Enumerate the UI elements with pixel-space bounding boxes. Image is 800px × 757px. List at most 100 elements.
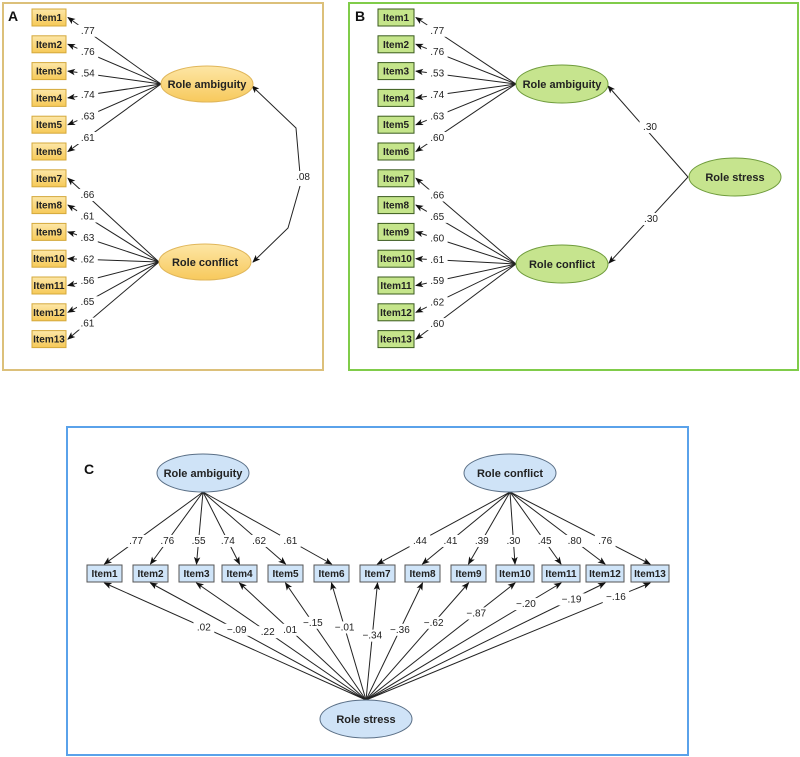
- item-box: Item10: [31, 249, 67, 268]
- item-box: Item5: [267, 564, 304, 583]
- item-box: Item4: [377, 88, 415, 107]
- coef-halo: [639, 121, 661, 133]
- coef-halo: [188, 534, 209, 547]
- coef-halo: [463, 607, 490, 620]
- coef-halo: [77, 210, 98, 223]
- latent-role-stress: Role stress: [688, 157, 782, 197]
- path-coefficient: .76: [160, 536, 174, 547]
- coef-halo: [279, 534, 301, 547]
- item-box: Item7: [377, 169, 415, 188]
- path-coefficient: −.19: [562, 594, 582, 605]
- item-rect: [178, 564, 215, 583]
- path-coefficient: .61: [283, 536, 297, 547]
- coef-halo: [77, 110, 99, 123]
- item-label: Item10: [33, 254, 65, 265]
- item-label: Item11: [545, 569, 577, 580]
- coef-halo: [503, 534, 524, 547]
- item-rect: [31, 8, 67, 27]
- loading-path: [468, 491, 511, 565]
- item-box: Item12: [585, 564, 625, 583]
- latent-ellipse: [156, 453, 250, 493]
- latent-role-conflict: Role conflict: [515, 244, 609, 284]
- latent-label: Role ambiguity: [164, 468, 244, 480]
- item-box: Item6: [31, 142, 67, 161]
- path-coefficient: .44: [413, 536, 427, 547]
- item-rect: [132, 564, 169, 583]
- coef-halo: [564, 534, 585, 547]
- path-coefficient: −.16: [606, 592, 626, 603]
- loading-path: [421, 491, 511, 565]
- item-label: Item3: [383, 67, 410, 78]
- item-box: Item7: [359, 564, 396, 583]
- item-label: Item4: [383, 93, 410, 104]
- item-label: Item9: [455, 569, 482, 580]
- item-rect: [377, 276, 415, 295]
- panel-b: B Item1Item2Item3Item4Item5Item6Item7Ite…: [348, 2, 799, 371]
- item-label: Item11: [33, 281, 65, 292]
- coef-halo: [534, 534, 556, 547]
- item-label: Item13: [33, 335, 65, 346]
- item-rect: [377, 142, 415, 161]
- item-rect: [31, 303, 67, 322]
- item-rect: [377, 169, 415, 188]
- latent-role-ambiguity: Role ambiguity: [160, 65, 254, 103]
- path-coefficient: .76: [430, 47, 444, 58]
- path-coefficient: .77: [129, 536, 143, 547]
- item-rect: [377, 88, 415, 107]
- loading-path: [202, 491, 240, 565]
- latent-ellipse: [319, 699, 413, 739]
- item-label: Item3: [36, 67, 63, 78]
- path-coefficient: .76: [598, 536, 612, 547]
- path-coefficient: −.36: [390, 625, 410, 636]
- item-box: Item2: [132, 564, 169, 583]
- item-rect: [31, 62, 67, 81]
- stress-loading-path: [238, 582, 367, 701]
- item-label: Item2: [36, 40, 63, 51]
- coef-halo: [640, 213, 662, 225]
- stress-loading-path: [365, 582, 651, 701]
- coef-halo: [426, 46, 448, 59]
- item-label: Item6: [383, 147, 410, 158]
- item-rect: [31, 196, 67, 215]
- stress-loading-path: [365, 582, 423, 701]
- item-box: Item10: [495, 564, 535, 583]
- item-box: Item1: [31, 8, 67, 27]
- item-label: Item1: [91, 569, 118, 580]
- item-box: Item9: [31, 222, 67, 241]
- coef-halo: [426, 296, 448, 309]
- path-coefficient: −.01: [335, 622, 355, 633]
- path-coefficient: .60: [430, 233, 444, 244]
- item-rect: [267, 564, 304, 583]
- item-box: Item4: [221, 564, 258, 583]
- latent-ellipse: [688, 157, 782, 197]
- item-label: Item1: [383, 13, 410, 24]
- item-box: Item10: [377, 249, 415, 268]
- path-coefficient: .74: [221, 536, 235, 547]
- path-coefficient: .66: [430, 190, 444, 201]
- coef-halo: [77, 296, 98, 309]
- item-label: Item10: [380, 254, 412, 265]
- latent-role-ambiguity: Role ambiguity: [515, 64, 609, 104]
- item-label: Item9: [383, 227, 410, 238]
- item-box: Item1: [377, 8, 415, 27]
- loading-path: [202, 491, 333, 565]
- item-label: Item11: [380, 281, 412, 292]
- item-box: Item8: [377, 196, 415, 215]
- item-label: Item9: [36, 227, 63, 238]
- loading-path: [193, 491, 204, 565]
- coef-halo: [77, 274, 98, 287]
- panel-b-label: B: [355, 8, 365, 24]
- latent-label: Role ambiguity: [523, 79, 603, 91]
- coef-halo: [386, 623, 414, 636]
- path-coefficient: −.20: [516, 599, 536, 610]
- latent-label: Role stress: [705, 172, 764, 184]
- path-coefficient: .02: [197, 622, 211, 633]
- item-label: Item4: [36, 93, 63, 104]
- item-label: Item13: [380, 335, 412, 346]
- coef-halo: [426, 189, 448, 202]
- path-coefficient: −.09: [227, 625, 247, 636]
- coef-halo: [248, 534, 270, 547]
- path-coefficient: .63: [430, 112, 444, 123]
- coef-halo: [77, 89, 99, 102]
